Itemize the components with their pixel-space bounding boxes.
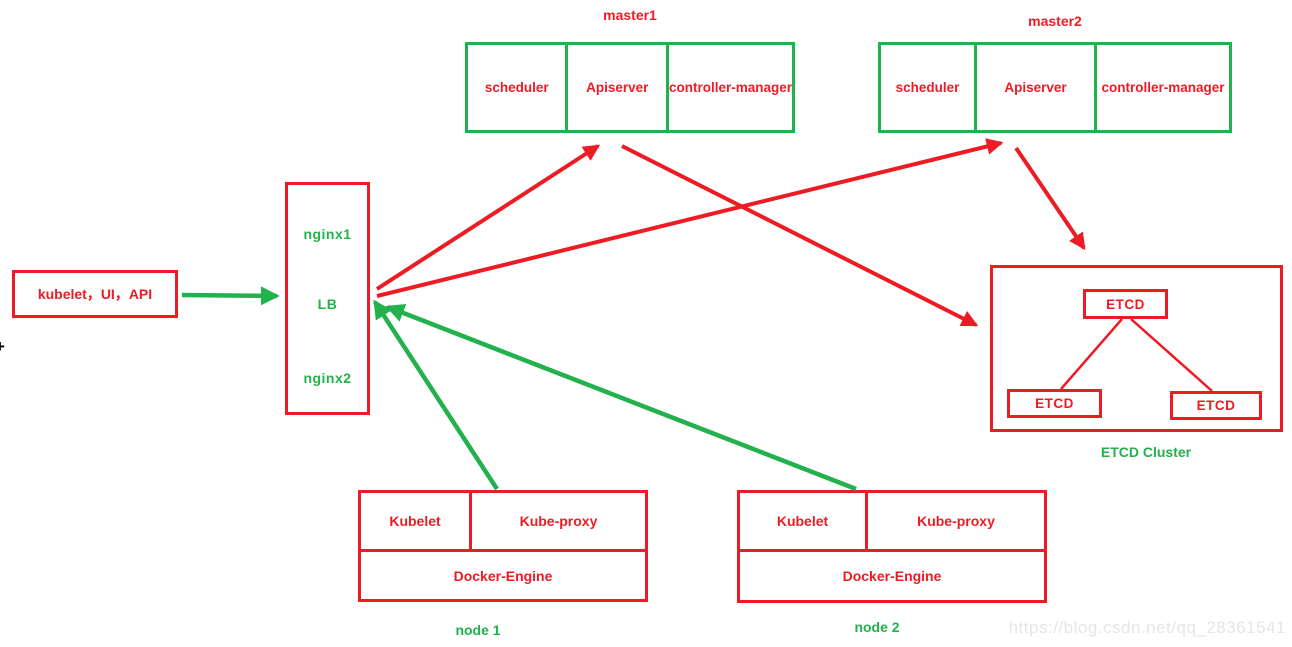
master2-scheduler-cell: scheduler [881, 45, 977, 130]
node1-kubelet-cell: Kubelet [361, 493, 472, 549]
etcd-top-box: ETCD [1083, 289, 1168, 319]
watermark-text: https://blog.csdn.net/qq_28361541 [1008, 618, 1286, 637]
arrow-lb-to-master1 [375, 144, 601, 291]
arrow-master1-to-etcd [621, 144, 979, 327]
master1-box: scheduler Apiserver controller-manager [465, 42, 795, 133]
arrow-lb-to-master2 [376, 138, 1004, 298]
client-box: kubelet，UI，API [12, 270, 178, 318]
master1-title: master1 [603, 7, 657, 23]
node2-kube-proxy-cell: Kube-proxy [917, 513, 995, 529]
arrow-client-to-lb [181, 286, 280, 306]
node2-kubelet-cell: Kubelet [740, 493, 868, 549]
edge-artifact-mark: + [0, 337, 5, 357]
lb-nginx2-label: nginx2 [303, 370, 352, 386]
arrow-master2-to-etcd [1014, 146, 1086, 251]
node1-docker-engine-cell: Docker-Engine [453, 567, 553, 584]
lb-nginx1-label: nginx1 [303, 226, 352, 242]
master1-controller-manager-cell: controller-manager [668, 80, 792, 95]
master1-scheduler-cell: scheduler [468, 45, 569, 130]
master2-box: scheduler Apiserver controller-manager [878, 42, 1232, 133]
master2-title: master2 [1028, 13, 1082, 29]
etcd-left-box: ETCD [1007, 389, 1102, 418]
node2-label: node 2 [854, 619, 900, 635]
master2-apiserver-cell: Apiserver [977, 45, 1097, 130]
arrow-node1-to-lb [373, 299, 499, 491]
lb-label: LB [317, 296, 338, 312]
etcd-cluster-label: ETCD Cluster [1100, 444, 1192, 460]
master1-apiserver-cell: Apiserver [568, 45, 669, 130]
master2-controller-manager-cell: controller-manager [1101, 80, 1225, 95]
node1-box: Kubelet Kube-proxy Docker-Engine [358, 490, 648, 602]
node1-label: node 1 [455, 622, 501, 638]
arrow-node2-to-lb [385, 304, 857, 492]
load-balancer-box: nginx1 LB nginx2 [285, 182, 370, 415]
node2-docker-engine-cell: Docker-Engine [842, 568, 942, 584]
node2-box: Kubelet Kube-proxy Docker-Engine [737, 490, 1047, 603]
node1-kube-proxy-cell: Kube-proxy [519, 513, 598, 529]
etcd-right-box: ETCD [1170, 391, 1262, 420]
